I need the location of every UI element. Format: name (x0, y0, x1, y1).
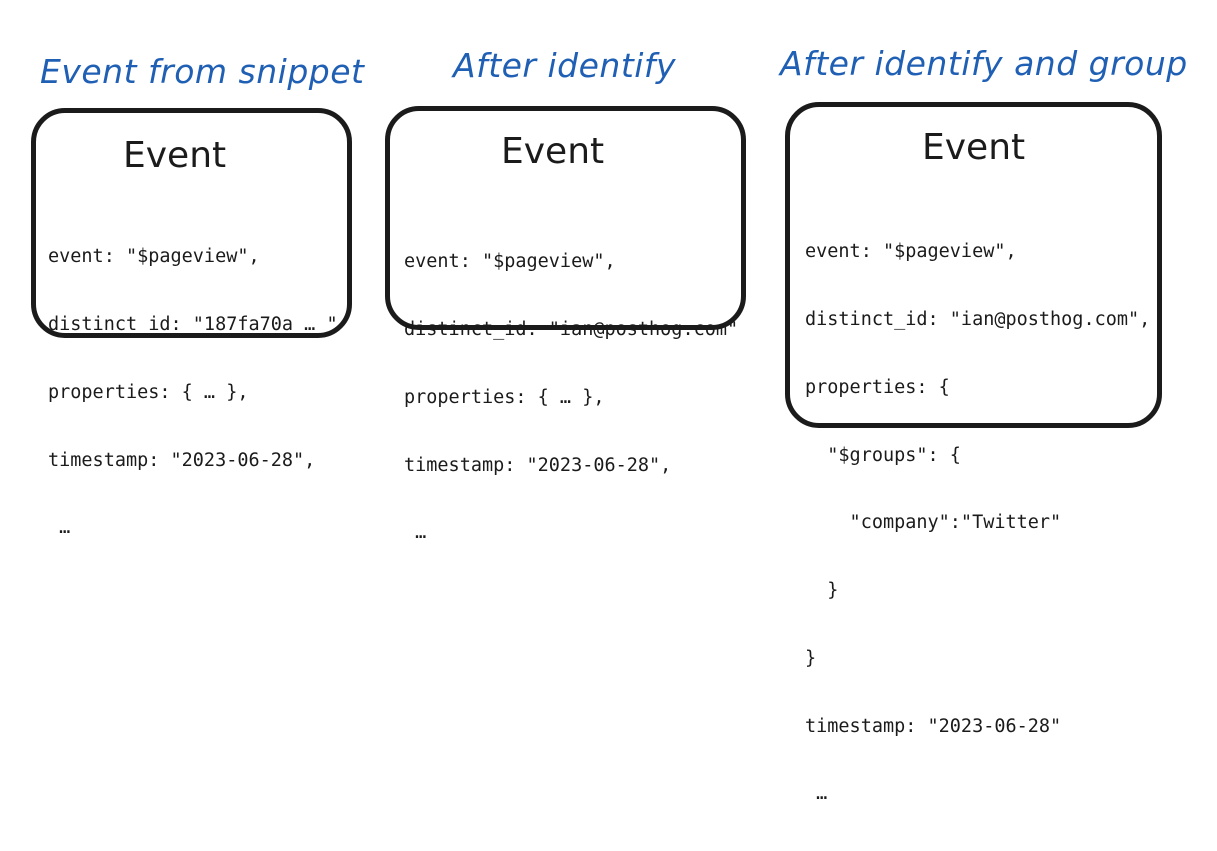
event-box-from-snippet: Event event: "$pageview", distinct_id: "… (31, 108, 352, 538)
panel-caption-after-identify: After identify (453, 46, 677, 85)
code-line-company: "company":"Twitter" (805, 512, 1062, 534)
code-line-event: event: "$pageview", (404, 251, 616, 273)
event-box-title: Event (501, 131, 605, 172)
event-box-after-identify-and-group: Event event: "$pageview", distinct_id: "… (785, 102, 1162, 804)
code-line-event: event: "$pageview", (48, 246, 260, 268)
code-line-timestamp: timestamp: "2023-06-28", (404, 454, 672, 476)
panel-caption-event-from-snippet: Event from snippet (40, 52, 365, 91)
code-line-properties: properties: { (805, 376, 950, 398)
code-line-ellipsis: … (48, 517, 71, 539)
code-line-event: event: "$pageview", (805, 241, 1017, 263)
panel-caption-after-identify-and-group: After identify and group (780, 44, 1188, 83)
code-line-distinct-id: distinct_id: "ian@posthog.com" (404, 318, 739, 340)
code-line-properties: properties: { … }, (404, 386, 605, 408)
code-line-properties: properties: { … }, (48, 381, 249, 403)
code-line-distinct-id: distinct_id: "ian@posthog.com", (805, 308, 1151, 330)
code-line-timestamp: timestamp: "2023-06-28", (48, 449, 316, 471)
code-line-ellipsis: … (805, 783, 828, 805)
code-line-groups: "$groups": { (805, 444, 961, 466)
event-properties-code: event: "$pageview", distinct_id: "ian@po… (404, 206, 738, 590)
event-box-title: Event (922, 127, 1026, 168)
code-line-ellipsis: … (404, 522, 427, 544)
event-box-title: Event (123, 135, 227, 176)
code-line-distinct-id: distinct_id: "187fa70a … " (48, 313, 338, 335)
code-line-properties-close: } (805, 647, 817, 669)
event-properties-code: event: "$pageview", distinct_id: "ian@po… (805, 196, 1150, 851)
code-line-groups-close: } (805, 580, 839, 602)
event-box-after-identify: Event event: "$pageview", distinct_id: "… (385, 106, 746, 543)
event-properties-code: event: "$pageview", distinct_id: "187fa7… (48, 201, 338, 585)
code-line-timestamp: timestamp: "2023-06-28" (805, 715, 1062, 737)
